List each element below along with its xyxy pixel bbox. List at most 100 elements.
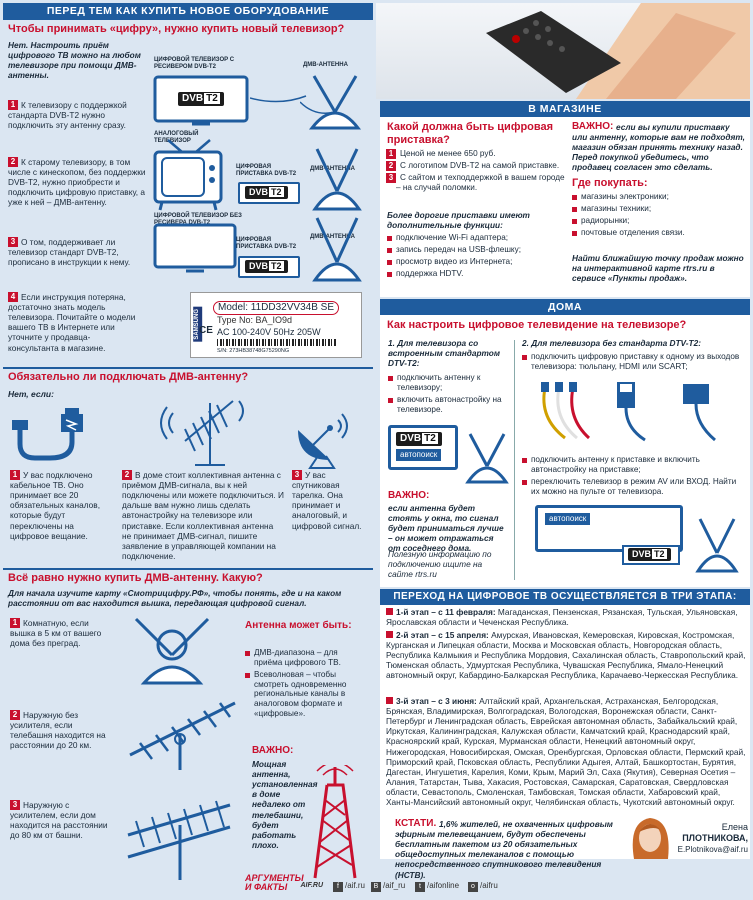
facebook-icon: f	[333, 882, 343, 892]
type-text: Наружную без усилителя, если телебашня н…	[10, 710, 106, 751]
label-antenna-2: ДМВ-АНТЕННА	[310, 166, 355, 172]
author-last: ПЛОТНИКОВА,	[682, 833, 748, 843]
home-step: подключить антенну к телевизору;	[388, 373, 503, 393]
plate-barcode	[217, 339, 337, 346]
logo-site: AIF.RU	[300, 881, 323, 889]
link-text: /aifru	[480, 881, 498, 890]
link-text: /aifonline	[427, 881, 460, 890]
footer-link-ok[interactable]: o/aifru	[468, 881, 498, 892]
stage-bullet	[386, 631, 393, 638]
tv-tower-icon	[313, 765, 357, 879]
step-number: 3	[8, 237, 18, 247]
logo-line-1: АРГУМЕНТЫ	[245, 873, 304, 883]
home-col2a-list: подключить цифровую приставку к одному и…	[522, 352, 742, 374]
type-number: 1	[10, 618, 20, 628]
stage-text: Алтайский край, Архангельская, Астраханс…	[386, 696, 746, 808]
dvb-text: DVB	[632, 549, 652, 559]
dvb-text: DVB	[182, 93, 204, 104]
question-antenna: Обязательно ли подключать ДМВ-антенну?	[8, 371, 249, 383]
case-text: У вас подключено кабельное ТВ. Оно прини…	[10, 470, 101, 541]
step-number: 1	[8, 100, 18, 110]
amplified-antenna-icon	[127, 800, 231, 880]
antenna-home-1-icon	[465, 433, 509, 484]
case-text: В доме стоит коллективная антенна с приё…	[122, 470, 284, 561]
antenna-3-icon	[312, 217, 362, 282]
case-number: 1	[10, 470, 20, 480]
plate-sn: S/N: 273HB38748G75290NG	[217, 348, 290, 354]
where-item: радиорынки;	[572, 216, 747, 226]
vk-icon: B	[371, 882, 381, 892]
home-col1-list: подключить антенну к телевизору; включит…	[388, 373, 503, 416]
label-tv-dvb: ЦИФРОВОЙ ТЕЛЕВИЗОР С РЕСИВЕРОМ DVB-T2	[154, 57, 235, 70]
shop-map-text: Найти ближайшую точку продаж можно на ин…	[572, 253, 744, 284]
footer-link-vk[interactable]: B/aif_ru	[371, 881, 405, 892]
step-number: 4	[8, 292, 18, 302]
requirement-item: 1 Ценой не менее 650 руб.	[386, 149, 567, 159]
author-email[interactable]: E.Plotnikova@aif.ru	[677, 845, 748, 854]
t2-text: T2	[422, 433, 438, 444]
shop-question: Какой должна быть цифровая приставка?	[387, 121, 554, 147]
footer-link-twitter[interactable]: t/aifonline	[415, 881, 459, 892]
antenna-1-icon	[300, 75, 362, 130]
label-analog-tv: АНАЛОГОВЫЙ ТЕЛЕВИЗОР	[154, 131, 199, 144]
t2-text: T2	[269, 261, 284, 271]
stage-head: 1-й этап – с 11 февраля:	[396, 607, 496, 617]
req-number: 1	[386, 149, 396, 159]
divider	[3, 367, 373, 369]
plate-power: AC 100-240V 50Hz 205W	[217, 327, 321, 337]
extra-item: запись передач на USB-флешку;	[387, 245, 567, 255]
label-antenna-1: ДМВ-АНТЕННА	[303, 62, 348, 68]
type-text: Наружную с усилителем, если дом находитс…	[10, 800, 108, 841]
case-number: 2	[122, 470, 132, 480]
req-text: С логотипом DVB-T2 на самой приставке.	[400, 160, 560, 170]
plate-model: Model: 11DD32VV34B SE	[213, 301, 339, 315]
antenna-can-list: ДМВ-диапазона – для приёма цифрового ТВ.…	[245, 648, 365, 721]
kstati-text: 1,6% жителей, не охваченных цифровым эфи…	[395, 819, 613, 880]
step-text: К телевизору с поддержкой стандарта DVB-…	[8, 100, 127, 131]
col-divider	[514, 340, 515, 580]
shop-extra-title: Более дорогие приставки имеют дополнител…	[387, 210, 530, 231]
shop-band: В МАГАЗИНЕ	[380, 101, 750, 117]
t2-text: T2	[652, 549, 667, 559]
plate-type: Type No: BA_IO9d	[217, 315, 293, 325]
dvb-text: DVB	[249, 187, 269, 197]
where-item: почтовые отделения связи.	[572, 228, 747, 238]
stage-bullet	[386, 608, 393, 615]
where-list: магазины электроники; магазины техники; …	[572, 192, 747, 239]
dvb-text: DVB	[400, 433, 422, 444]
where-title: Где покупать:	[572, 177, 648, 189]
case-number: 3	[292, 470, 302, 480]
author-first: Елена	[721, 822, 748, 832]
remote-photo	[376, 3, 750, 99]
extra-item: поддержка HDTV.	[387, 269, 567, 279]
home-step: включить автонастройку на телевизоре.	[388, 395, 503, 415]
indoor-antenna-icon	[134, 617, 210, 685]
label-tv-nodvb: ЦИФРОВОЙ ТЕЛЕВИЗОР БЕЗ РЕСИВЕРА DVB-T2	[154, 213, 242, 226]
where-item: магазины электроники;	[572, 192, 747, 202]
tv-autosearch-2	[535, 505, 683, 552]
question-buy: Всё равно нужно купить ДМВ-антенну. Каку…	[8, 572, 263, 584]
footer-link-facebook[interactable]: f/aif.ru	[333, 881, 365, 892]
step-text: Если инструкция потеряна, достаточно зна…	[8, 292, 136, 353]
stage-text: Магаданская, Пензенская, Рязанская, Туль…	[386, 607, 738, 628]
req-text: Ценой не менее 650 руб.	[400, 149, 496, 158]
home-step: подключить цифровую приставку к одному и…	[522, 352, 742, 372]
antenna-home-2-icon	[695, 518, 739, 573]
case-text: У вас спутниковая тарелка. Она принимает…	[292, 470, 362, 531]
satellite-dish-icon	[298, 413, 348, 469]
where-item: магазины техники;	[572, 204, 747, 214]
stage-1: 1-й этап – с 11 февраля: Магаданская, Пе…	[386, 607, 746, 627]
t2-text: T2	[204, 93, 220, 104]
